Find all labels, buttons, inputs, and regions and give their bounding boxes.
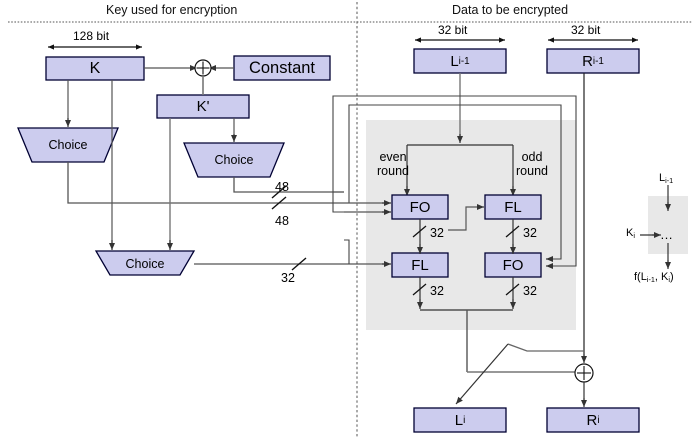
- legend-output-mid: , K: [654, 271, 669, 283]
- label-even-round: even round: [377, 150, 409, 178]
- label-odd-round: odd round: [516, 150, 548, 178]
- legend-key-sub: i: [633, 231, 635, 241]
- tick-32-1: [412, 225, 427, 238]
- label-width-2: 32: [523, 226, 537, 240]
- box-r-prev: [546, 48, 640, 74]
- label-even-round-line1: even: [379, 150, 407, 164]
- legend-input-label: Li-1: [659, 172, 674, 186]
- trapezoid-choice-1: [17, 127, 119, 163]
- legend-input-sub: i-1: [665, 176, 674, 186]
- block-fo-even: [391, 194, 449, 220]
- tick-32-2: [505, 225, 520, 238]
- wire-fo-even-to-fl-odd: [448, 206, 481, 231]
- wire-rprev-to-li-a: [507, 343, 584, 352]
- label-width-1: 32: [430, 226, 444, 240]
- legend-output-label: f(Li-1, Ki): [634, 271, 674, 285]
- header-right: Data to be encrypted: [452, 3, 569, 17]
- bus-tick-48b: [271, 185, 287, 199]
- label-bus-48-a: 48: [275, 180, 289, 194]
- box-kprime: [156, 94, 250, 119]
- box-constant: [233, 55, 331, 81]
- block-fo-odd: [484, 252, 542, 278]
- label-odd-round-line2: round: [516, 164, 548, 178]
- legend-output-prefix: f(L: [634, 271, 647, 283]
- box-l-next: [413, 407, 507, 433]
- round-region: [366, 120, 576, 330]
- bus-key-to-fo-odd-b: [332, 95, 577, 267]
- trapezoid-choice-3: [94, 250, 196, 276]
- label-32bit-right: 32 bit: [571, 23, 601, 37]
- label-bus-48-b: 48: [275, 214, 289, 228]
- legend-output-sub1: i-1: [646, 275, 655, 285]
- bus-tick-48a: [271, 196, 287, 210]
- tick-32-4: [505, 283, 520, 296]
- legend-output-sub2: i: [668, 275, 670, 285]
- label-32bit-left: 32 bit: [438, 23, 468, 37]
- legend-key-label: Ki: [626, 227, 635, 241]
- label-128bit: 128 bit: [73, 29, 110, 43]
- wire-rprev-to-li-diagonal: [455, 343, 509, 405]
- bus-tick-32: [291, 257, 307, 271]
- legend-output-suffix: ): [669, 271, 674, 283]
- label-width-3: 32: [430, 284, 444, 298]
- box-l-prev: [413, 48, 507, 74]
- trapezoid-choice-2: [183, 142, 285, 178]
- label-even-round-line2: round: [377, 164, 409, 178]
- block-fl-even: [391, 252, 449, 278]
- tick-32-3: [412, 283, 427, 296]
- bus-choice2-out: [233, 177, 344, 193]
- box-k: [45, 56, 145, 81]
- legend-ellipsis: …: [660, 227, 673, 242]
- legend-input-base: L: [659, 172, 666, 184]
- bus-choice1-out: [67, 162, 344, 204]
- legend-key-base: K: [626, 227, 634, 239]
- label-width-4: 32: [523, 284, 537, 298]
- header-left: Key used for encryption: [106, 3, 238, 17]
- block-fl-odd: [484, 194, 542, 220]
- label-bus-32: 32: [281, 271, 295, 285]
- box-r-next: [546, 407, 640, 433]
- label-odd-round-line1: odd: [521, 150, 543, 164]
- bus-key-32-branch: [344, 239, 350, 264]
